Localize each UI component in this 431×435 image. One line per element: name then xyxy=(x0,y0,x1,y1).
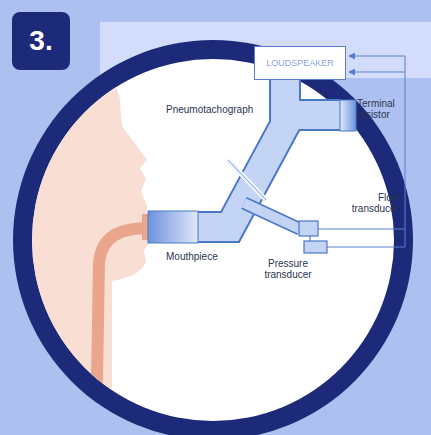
part-label: Flow transducer xyxy=(347,192,399,214)
box-label: LOUDSPEAKER xyxy=(266,58,334,68)
transducer-link xyxy=(309,236,310,241)
mesh-screen-edge xyxy=(228,160,266,200)
airway xyxy=(96,228,150,435)
part-label: Mouthpiece xyxy=(166,251,218,262)
side-tube-outline xyxy=(244,203,300,229)
callout-number: 3. xyxy=(29,25,52,57)
part-label: Pneumotachograph xyxy=(166,104,253,115)
side-tube xyxy=(244,203,300,229)
tube-outline xyxy=(198,80,340,227)
part-label: Terminal resistor xyxy=(357,98,402,120)
pneumotachograph-tube xyxy=(198,80,340,227)
part-label: Pressure transducer xyxy=(258,258,318,280)
mouthpiece xyxy=(148,211,198,243)
loudspeaker-box: LOUDSPEAKER xyxy=(254,46,346,80)
signal-arrow xyxy=(349,56,405,57)
flow-transducer-symbol xyxy=(299,221,318,236)
drawing-part xyxy=(0,58,150,435)
number-badge: 3. xyxy=(12,12,70,70)
mesh-screen xyxy=(228,160,266,200)
signal-wire xyxy=(318,56,405,247)
signal-arrow xyxy=(349,72,405,73)
resistor-symbol xyxy=(340,100,356,131)
pressure-transducer-symbol xyxy=(304,241,327,253)
head-profile xyxy=(0,58,150,435)
